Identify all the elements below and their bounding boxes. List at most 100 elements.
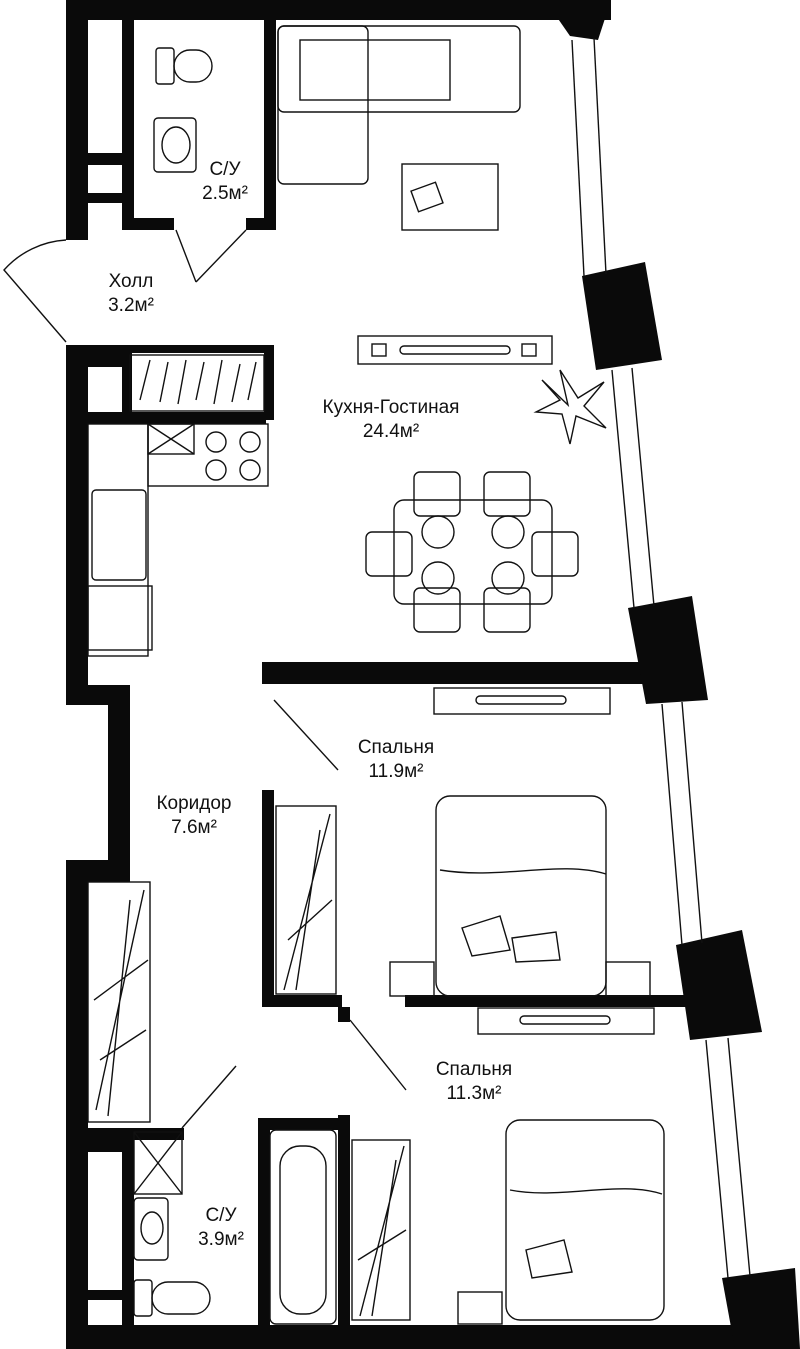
kitchen-cabinet-cross [147,423,195,455]
shower-tray [133,1131,183,1195]
room-label-bathroom-upper: С/У 2.5м² [196,158,254,206]
room-name: Холл [108,271,154,292]
chair [413,471,461,517]
toilet-tank [155,47,175,85]
nightstand [389,961,435,997]
bathtub-inner [279,1145,327,1315]
wardrobe-hatch [357,1145,407,1317]
wall-bedroom-divider-left [262,995,342,1007]
wall-bath2-right [258,1118,270,1325]
wall-bedroom2-jamb [338,1007,350,1022]
fridge [87,585,153,651]
sink-2-basin [140,1211,164,1245]
wall-kitchen-shaft-bottom [88,412,266,424]
toilet-bowl [173,49,213,83]
plate [421,561,455,595]
wardrobe-hatch [283,813,333,991]
wall-bedroom2-left [338,1115,350,1325]
nightstand [457,1291,503,1325]
toilet-2-bowl [151,1281,211,1315]
wall-left-step [66,685,130,705]
bath-door-swing [175,229,247,283]
bedroom2-door [349,1019,407,1091]
wall-bedroom1-top [262,662,645,684]
plant [533,369,607,445]
tv-console-bedroom1 [433,687,611,715]
room-name: Спальня [357,737,435,758]
chair [483,587,531,633]
dining-table [393,499,553,605]
chair [365,531,413,577]
room-label-hall: Холл 3.2м² [96,270,166,318]
kitchen-sink [91,489,147,581]
wardrobe-hall [129,354,265,412]
sink [153,117,197,173]
wardrobe-corridor [87,881,151,1123]
wall-shaft-mid [88,193,126,203]
bed-blanket [509,1188,663,1195]
wardrobe-bedroom1 [275,805,337,995]
window-line [681,701,703,944]
window-line [661,703,683,946]
tv [399,345,511,355]
plate [421,515,455,549]
wall-left-lower [66,860,88,1349]
room-area: 3.2м² [108,295,154,316]
window-line [571,39,585,277]
sofa-cushion [299,39,451,101]
wall-left-middle [66,345,88,685]
room-area: 11.9м² [368,761,424,782]
room-label-bedroom-2: Спальня 11.3м² [414,1058,534,1106]
room-label-kitchen-living: Кухня-Гостиная 24.4м² [296,396,486,444]
entry-door-swing [3,239,67,343]
tv-console [357,335,553,365]
wall-bedroom1-door-jamb [262,662,274,684]
pier-2 [628,596,708,704]
wall-bath2-left [122,1128,134,1325]
wall-bath-bottom-left [122,218,174,230]
walls [66,0,800,1349]
room-name: С/У [209,159,241,180]
sink-2 [133,1197,169,1261]
wall-kitchen-shaft-inner [122,345,132,420]
room-area: 2.5м² [202,183,248,204]
bath2-door [181,1065,237,1129]
wall-shaft2-top [88,1140,122,1152]
pillow [461,915,511,957]
wall-left-upper [66,0,88,240]
window-line [631,367,655,607]
wall-wardrobe-right [264,345,274,420]
bed-2 [505,1119,665,1321]
wardrobe-hatch [139,359,257,405]
room-label-bathroom-lower: С/У 3.9м² [186,1204,256,1252]
wall-bath-left [122,20,134,230]
plate [491,515,525,549]
wall-shaft2-bottom [88,1290,122,1300]
bedroom1-door [273,699,339,771]
toilet-2-tank [133,1279,153,1317]
bed-blanket [439,868,607,875]
room-area: 24.4м² [362,421,420,442]
wall-bath-right [264,20,276,230]
stove-burner [239,459,261,481]
bathtub [269,1129,337,1325]
speaker-right [521,343,537,357]
room-name: Кухня-Гостиная [322,397,460,418]
room-label-corridor: Коридор 7.6м² [136,792,252,840]
tv-console-bedroom2 [477,1007,655,1035]
wall-left-corridor [108,685,130,860]
tv-bedroom1 [475,695,567,705]
window-line [727,1037,751,1277]
nightstand [605,961,651,997]
room-name: Спальня [435,1059,513,1080]
room-area: 3.9м² [198,1229,244,1250]
chair [531,531,579,577]
sofa-back [277,25,521,113]
room-area: 11.3м² [446,1083,502,1104]
room-label-bedroom-1: Спальня 11.9м² [336,736,456,784]
pier-3 [676,930,762,1040]
bed-1 [435,795,607,997]
pillow [525,1239,573,1279]
wardrobe-hatch [93,889,149,1117]
